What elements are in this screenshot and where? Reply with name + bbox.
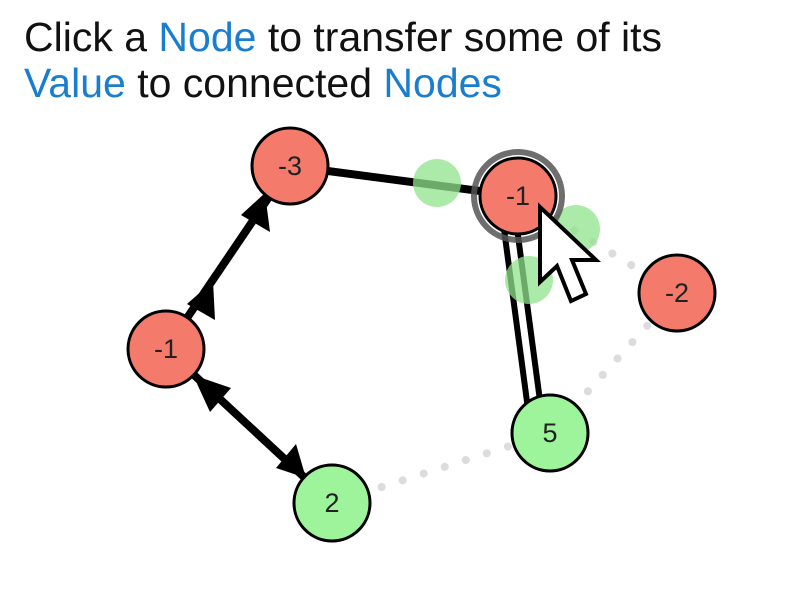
node-value: 2: [324, 488, 339, 518]
node-right[interactable]: -2: [637, 253, 717, 333]
transfer-marker: [413, 159, 461, 207]
edge-bottom-right-to-bottom-left: [328, 429, 554, 507]
node-value: -2: [665, 278, 689, 308]
instructions-text: Click a Node to transfer some of its Val…: [24, 14, 784, 106]
node-value: -3: [278, 151, 302, 181]
arrowhead-icon: [241, 193, 270, 232]
node-bottom-right[interactable]: 5: [510, 393, 590, 473]
instructions-highlight-value: Value: [24, 60, 126, 106]
node-left[interactable]: -1: [126, 309, 206, 389]
instructions-highlight-node: Node: [158, 14, 257, 60]
instructions-highlight-nodes: Nodes: [383, 60, 502, 106]
pointer-arrow-icon: [538, 202, 602, 304]
instructions-line-1: Click a Node to transfer some of its: [24, 14, 662, 60]
node-bottom-left[interactable]: 2: [292, 463, 372, 543]
instructions-text-plain: Click a: [24, 14, 159, 60]
edge-top-right-to-bottom-right: [498, 208, 546, 422]
node-top-right[interactable]: -1: [471, 149, 565, 243]
node-value: -1: [506, 181, 530, 211]
instructions-text-plain: to transfer some of its: [256, 14, 663, 60]
instructions-line-2: Value to connected Nodes: [24, 60, 502, 106]
arrowhead-icon: [276, 444, 306, 478]
arrowhead-icon: [187, 281, 215, 320]
node-value: 5: [542, 418, 557, 448]
node-value: -1: [154, 334, 178, 364]
instructions-text-plain: to connected: [125, 60, 384, 106]
node-top-left[interactable]: -3: [250, 126, 330, 206]
nodes: -3 -1 -1 -2 5 2: [126, 126, 717, 543]
selection-ring: [471, 149, 565, 243]
arrowhead-icon: [193, 375, 231, 412]
